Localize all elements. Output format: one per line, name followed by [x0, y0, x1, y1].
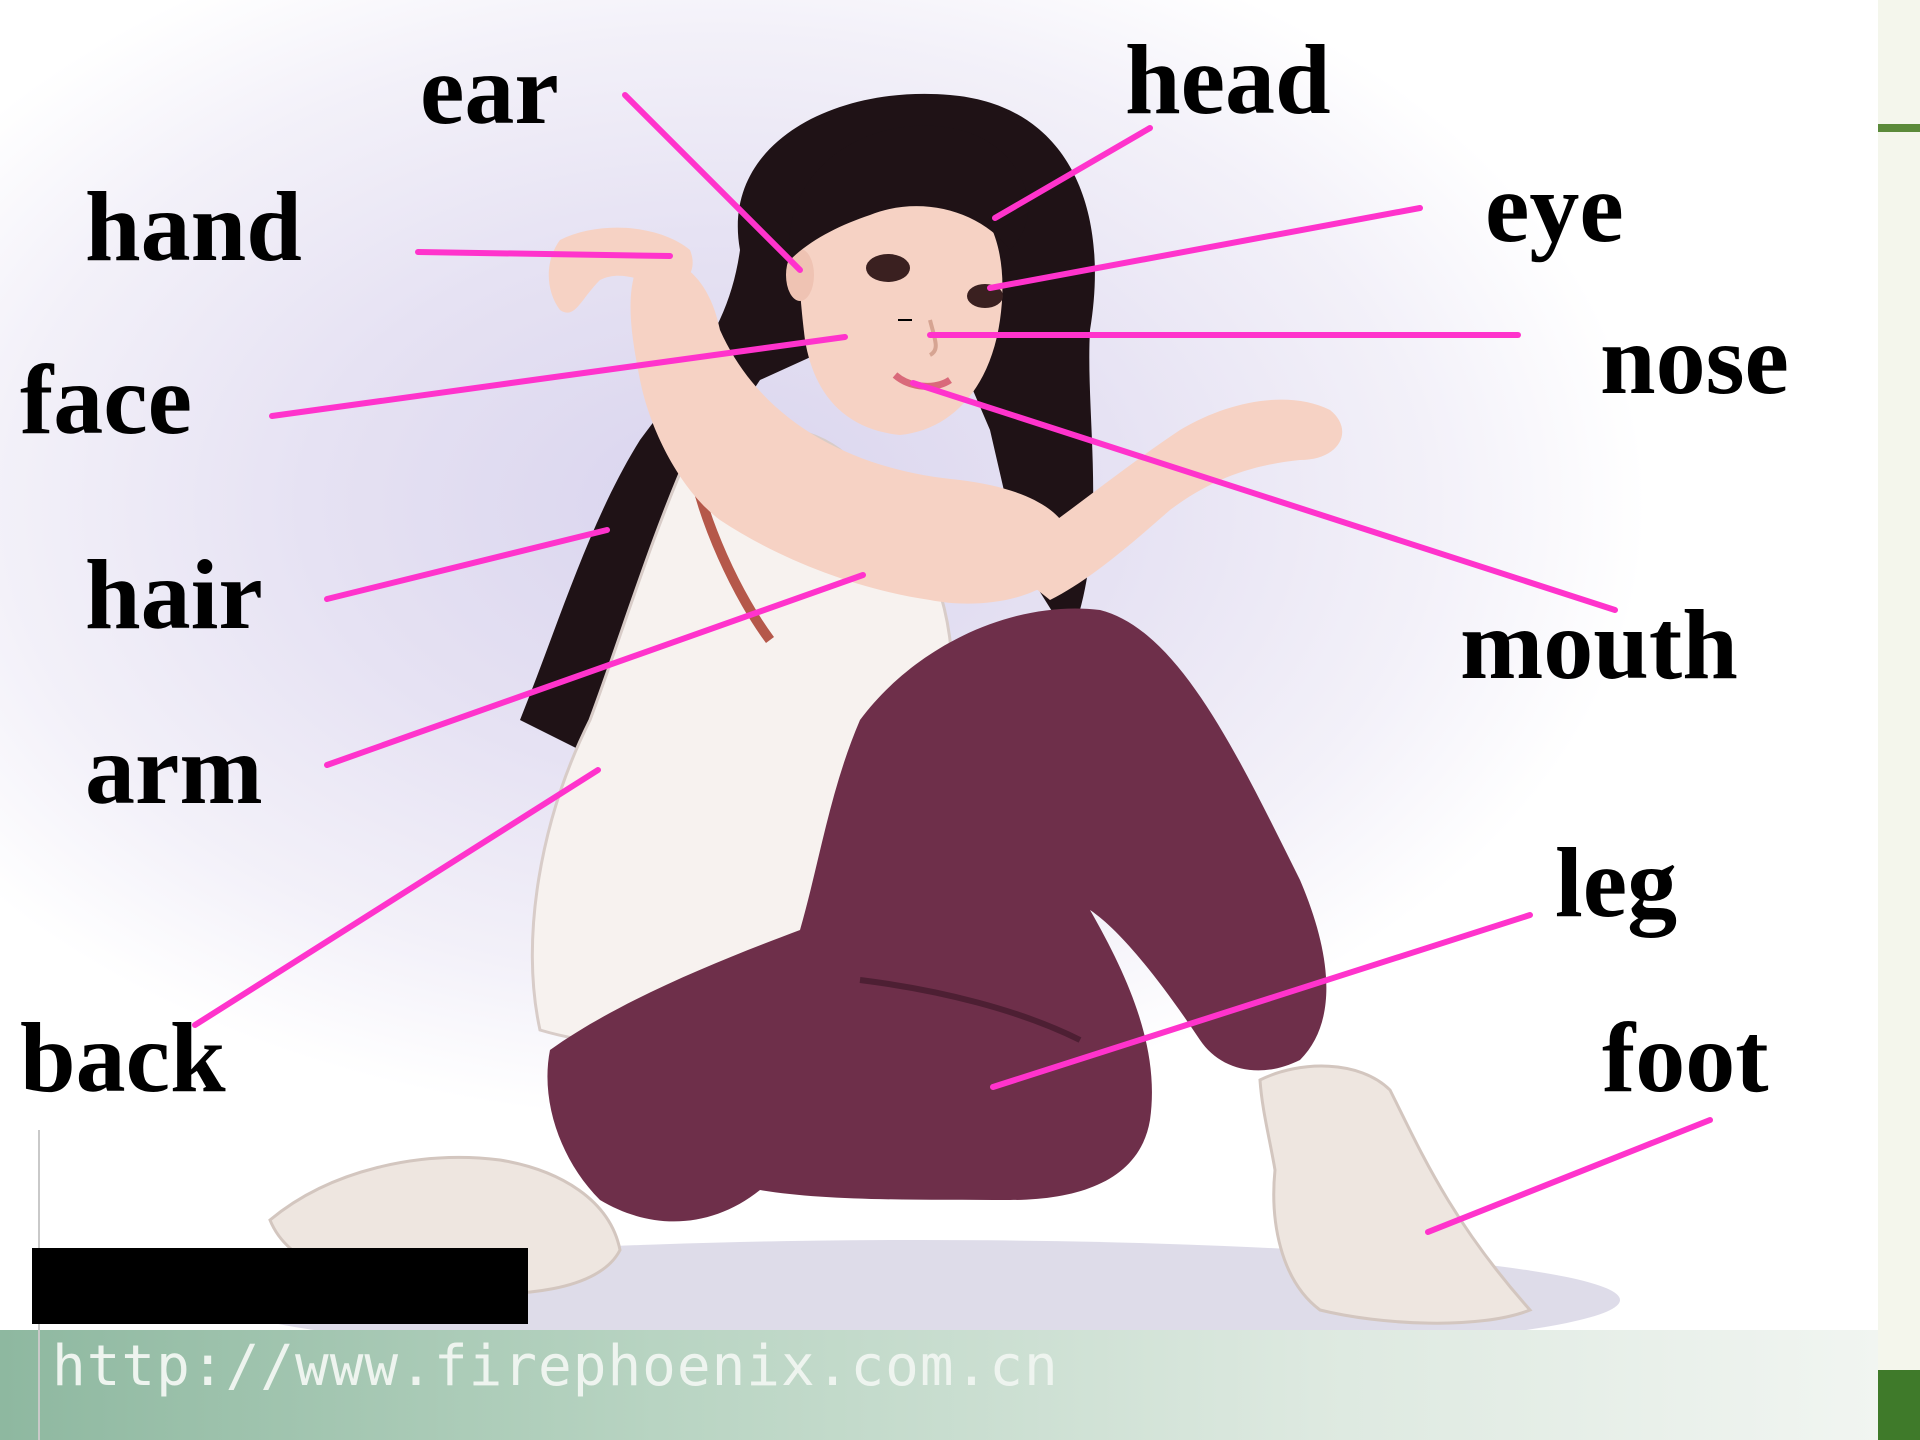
leader-line-arm	[327, 575, 863, 765]
redaction-bar	[32, 1248, 528, 1324]
label-hair: hair	[85, 545, 263, 645]
label-leg: leg	[1555, 833, 1677, 933]
label-back: back	[20, 1008, 226, 1108]
leader-line-ear	[625, 95, 800, 270]
leader-line-foot	[1428, 1120, 1710, 1232]
label-nose: nose	[1600, 310, 1789, 410]
right-panel-rule	[1878, 124, 1920, 132]
label-head: head	[1125, 30, 1331, 130]
label-face: face	[20, 350, 192, 450]
right-panel	[1878, 0, 1920, 1440]
leader-line-eye	[990, 208, 1420, 288]
leader-line-hand	[418, 252, 670, 256]
leader-line-head	[995, 128, 1150, 218]
label-mouth: mouth	[1460, 595, 1738, 695]
watermark-text: http://www.firephoenix.com.cn	[52, 1334, 1059, 1399]
label-eye: eye	[1485, 158, 1624, 258]
label-foot: foot	[1602, 1008, 1769, 1108]
leader-line-face	[272, 337, 845, 416]
leader-line-hair	[327, 530, 607, 599]
right-panel-footer-block	[1878, 1370, 1920, 1440]
leader-line-leg	[993, 915, 1530, 1087]
leader-line-mouth	[913, 383, 1615, 610]
label-ear: ear	[420, 40, 559, 140]
label-hand: hand	[85, 177, 302, 277]
label-arm: arm	[85, 720, 263, 820]
